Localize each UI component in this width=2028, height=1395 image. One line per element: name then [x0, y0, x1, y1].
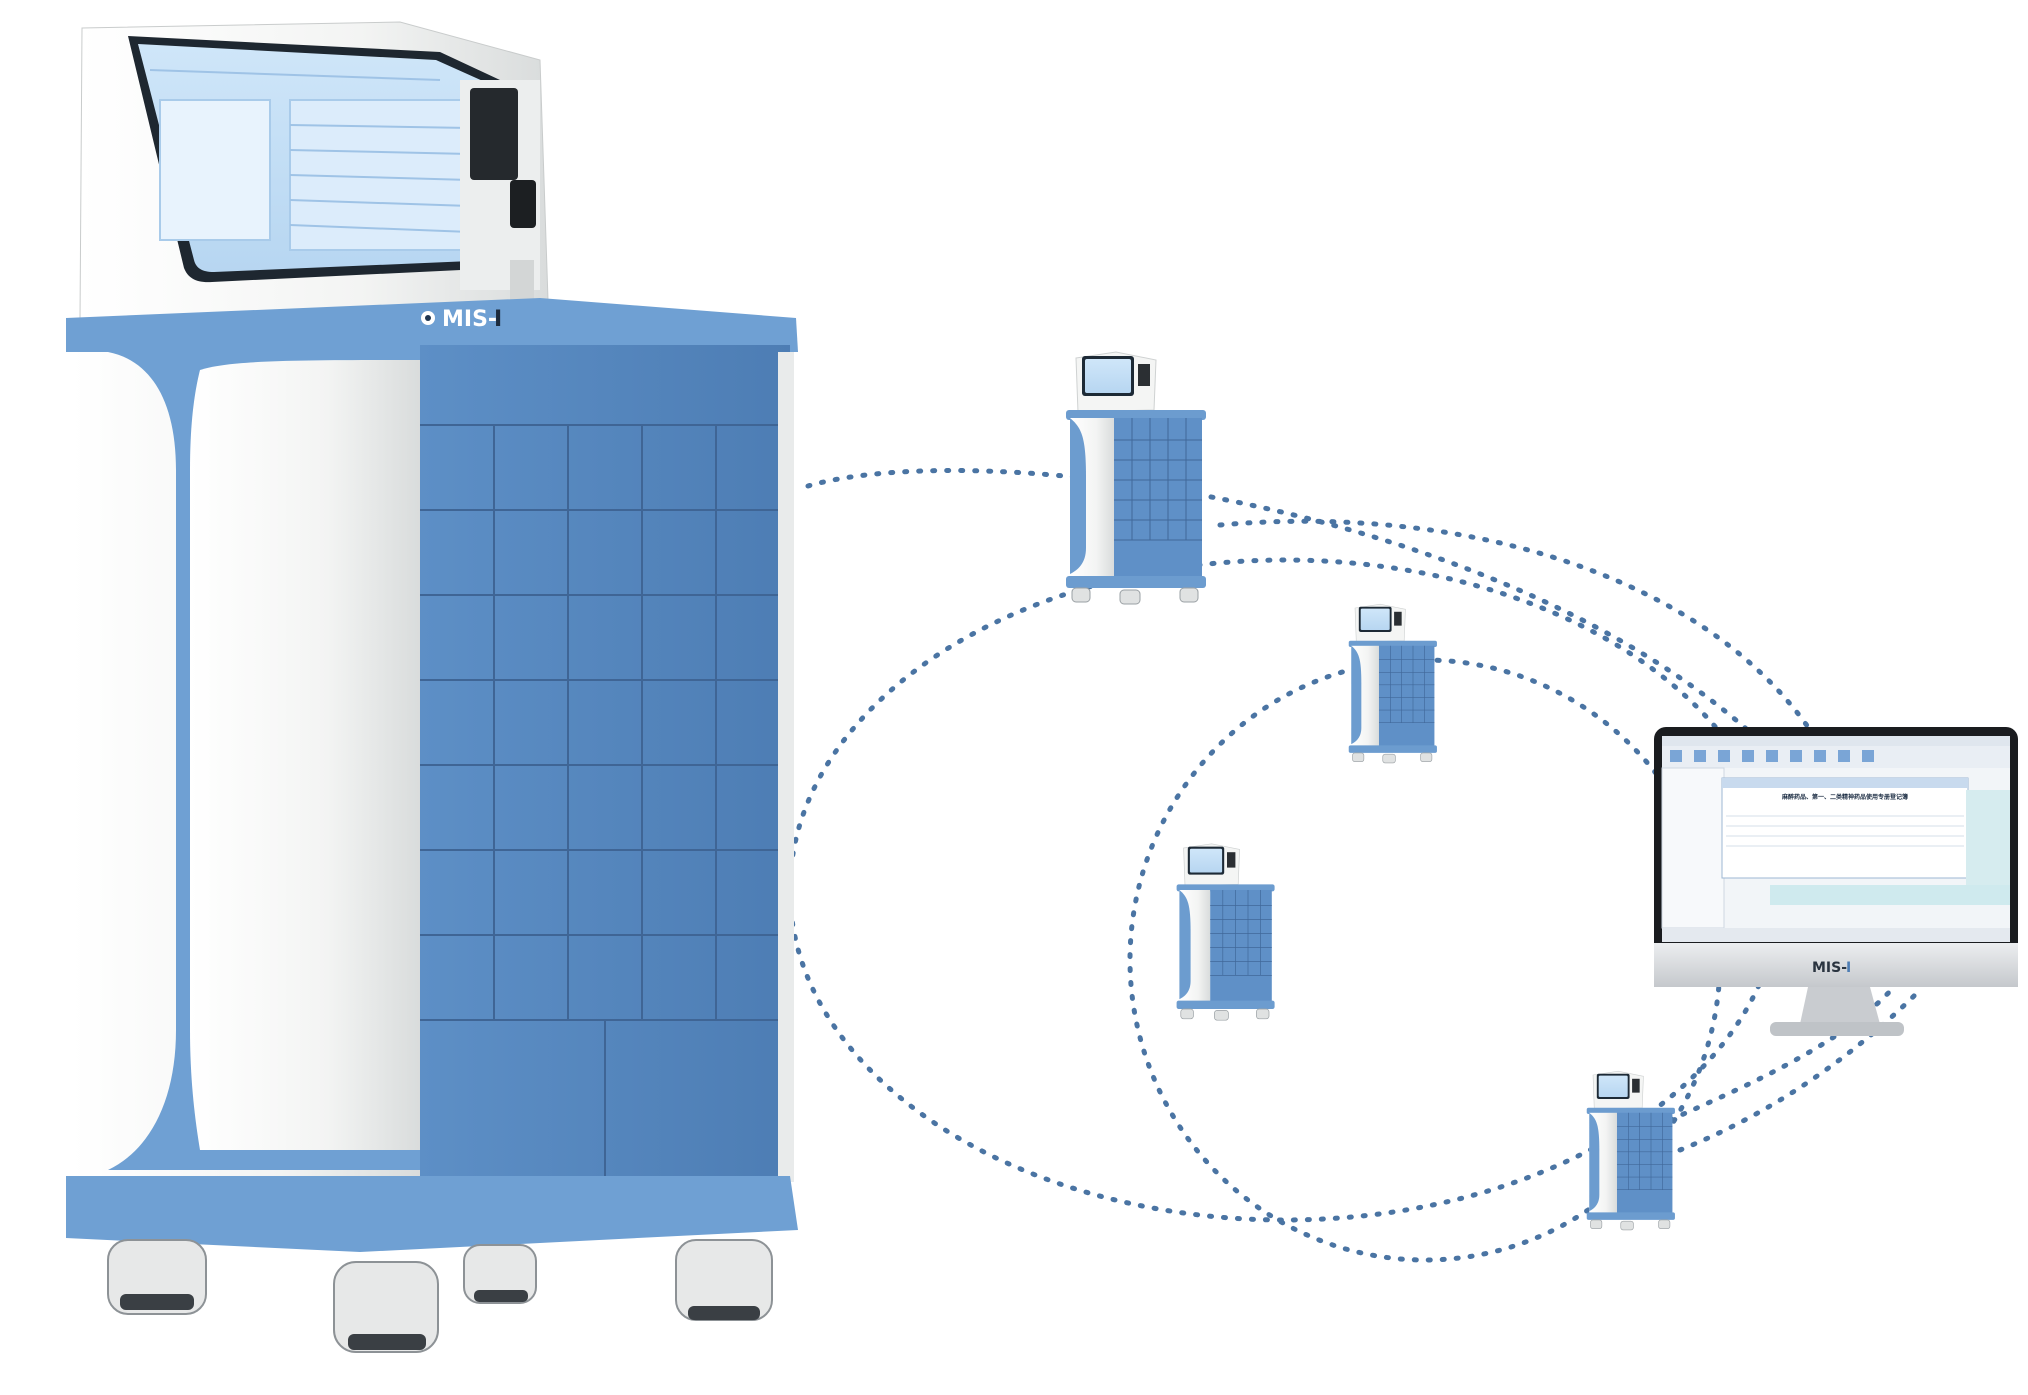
management-monitor: MIS- I 麻醉药品、第一、二类精神药品使用专册登记簿 — [1654, 727, 2018, 1036]
remote-cabinet-1 — [1065, 351, 1207, 605]
fingerprint-scanner-icon — [510, 180, 536, 228]
brand-logo-text: MIS- — [442, 307, 497, 332]
monitor-brand-text: MIS- — [1812, 960, 1847, 976]
screen-ui-lines — [149, 69, 471, 251]
drawer-grid — [420, 424, 790, 1180]
remote-cabinet-4 — [1586, 1070, 1676, 1231]
main-cabinet: MIS- I — [66, 21, 798, 1353]
lower-right-link-1 — [1667, 977, 1903, 1123]
brand-logo-suffix: I — [494, 307, 502, 332]
remote-cabinet-2 — [1348, 603, 1438, 764]
lower-right-link-2 — [1677, 987, 1923, 1153]
monitor-brand-suffix: I — [1846, 960, 1851, 976]
monitor-app-ui: 麻醉药品、第一、二类精神药品使用专册登记簿 — [1661, 736, 2010, 942]
remote-cabinet-3 — [1176, 843, 1275, 1021]
printer-slot-icon — [470, 88, 518, 180]
top-link-arc — [805, 468, 1853, 853]
caster-wheels — [107, 1239, 773, 1353]
monitor-dialog-heading: 麻醉药品、第一、二类精神药品使用专册登记簿 — [1781, 793, 1908, 801]
